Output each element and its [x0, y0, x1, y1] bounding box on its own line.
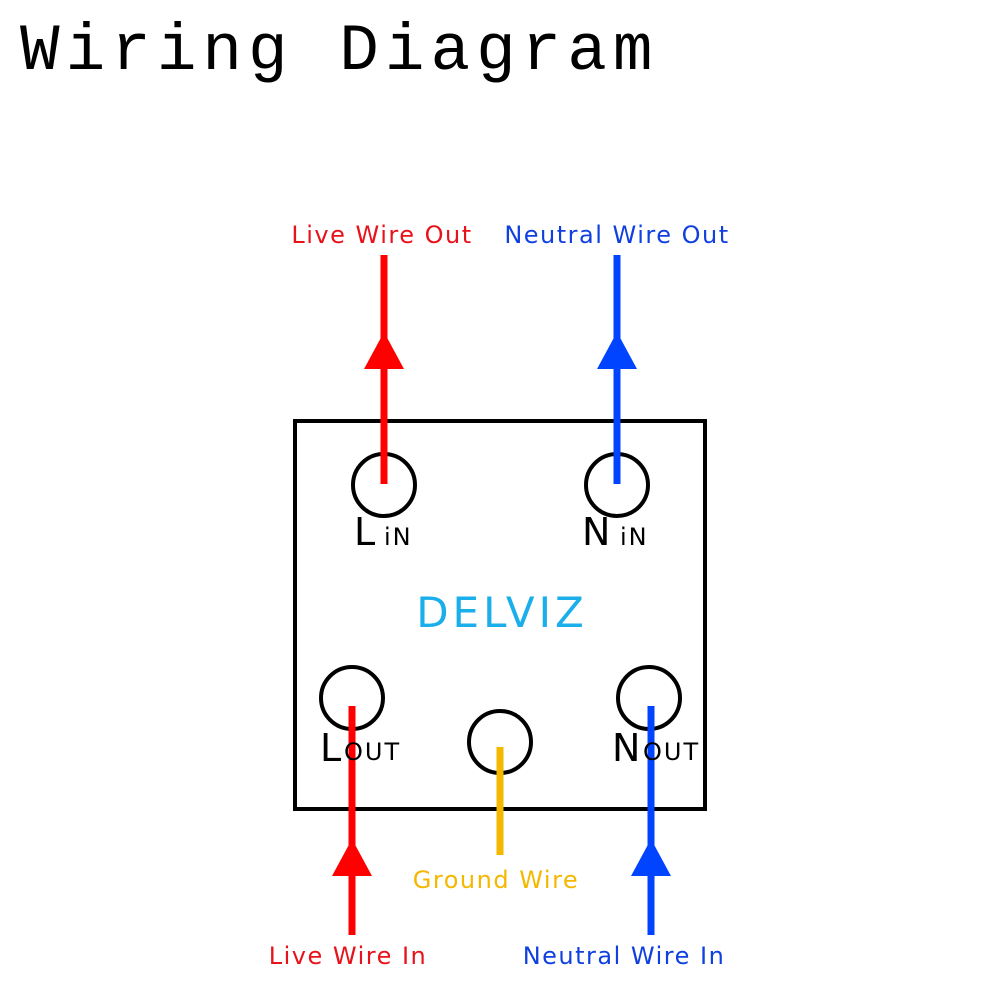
terminal-l-in-sub: iN: [384, 523, 413, 551]
brand-logo: DELVIZ: [416, 588, 588, 637]
terminal-n-out-sub: OUT: [643, 738, 700, 766]
neutral-wire-in-label: Neutral Wire In: [523, 942, 726, 970]
live-wire-in-arrow-icon: [332, 839, 372, 876]
terminal-l-out-main: L: [320, 726, 341, 770]
live-wire-in-label: Live Wire In: [269, 942, 428, 970]
live-wire-out-arrow-icon: [364, 332, 404, 369]
terminal-n-out-main: N: [612, 726, 640, 770]
terminal-l-in-main: L: [354, 510, 375, 554]
neutral-wire-out-arrow-icon: [597, 332, 637, 369]
neutral-wire-in-arrow-icon: [631, 839, 671, 876]
neutral-wire-out-label: Neutral Wire Out: [504, 221, 729, 249]
terminal-l-out-sub: OUT: [344, 738, 401, 766]
terminal-n-in-main: N: [582, 510, 610, 554]
ground-wire-label: Ground Wire: [413, 866, 579, 894]
diagram-title: Wiring Diagram: [20, 14, 659, 89]
terminal-n-in-sub: iN: [620, 523, 649, 551]
live-wire-out-label: Live Wire Out: [291, 221, 472, 249]
